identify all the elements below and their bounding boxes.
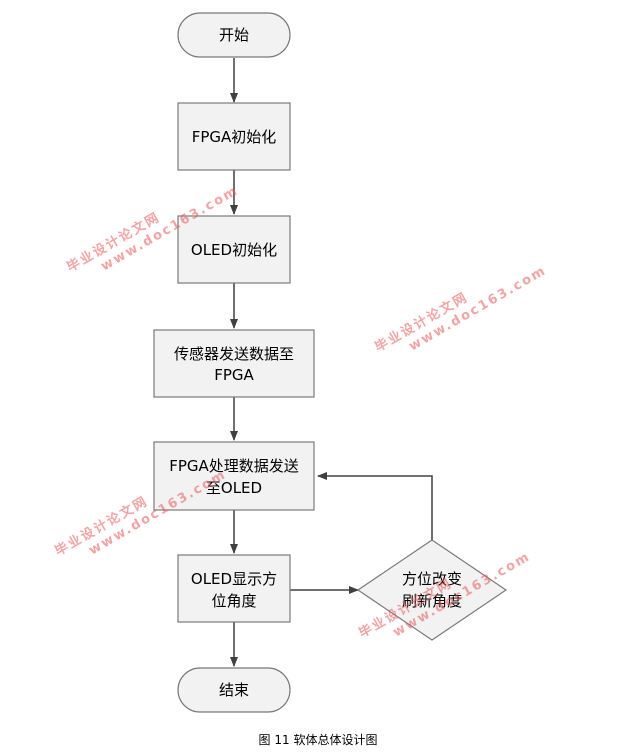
oled-show-box: OLED显示方 位角度 <box>177 554 291 623</box>
decision-label-line2: 刷新角度 <box>402 592 462 610</box>
end-label: 结束 <box>219 681 249 699</box>
decision-label-line1: 方位改变 <box>402 570 462 588</box>
watermark-2-line2: www.doc163.com <box>406 263 549 354</box>
arrow-decision-loop-back <box>317 472 433 540</box>
sensor-send-label-line1: 传感器发送数据至 <box>174 345 294 363</box>
connectors <box>230 58 433 667</box>
oled-show-label-line1: OLED显示方 <box>191 570 277 588</box>
start-label: 开始 <box>219 26 249 44</box>
fpga-process-label-line1: FPGA处理数据发送 <box>169 457 299 475</box>
decision-diamond: 方位改变 刷新角度 <box>356 539 508 641</box>
fpga-init-label: FPGA初始化 <box>192 128 277 146</box>
oled-show-label-line2: 位角度 <box>211 592 256 610</box>
figure-caption: 图 11 软体总体设计图 <box>259 733 378 747</box>
fpga-process-label-line2: 至OLED <box>206 479 262 497</box>
start-terminal: 开始 <box>177 12 291 58</box>
oled-init-box: OLED初始化 <box>177 215 291 284</box>
sensor-send-label-line2: FPGA <box>214 366 254 384</box>
fpga-process-box: FPGA处理数据发送 至OLED <box>153 441 315 511</box>
end-terminal: 结束 <box>177 667 291 713</box>
fpga-init-box: FPGA初始化 <box>177 102 291 171</box>
watermark-2: 毕业设计论文网 www.doc163.com <box>372 263 549 355</box>
oled-init-label: OLED初始化 <box>191 241 277 259</box>
sensor-send-box: 传感器发送数据至 FPGA <box>153 329 315 398</box>
